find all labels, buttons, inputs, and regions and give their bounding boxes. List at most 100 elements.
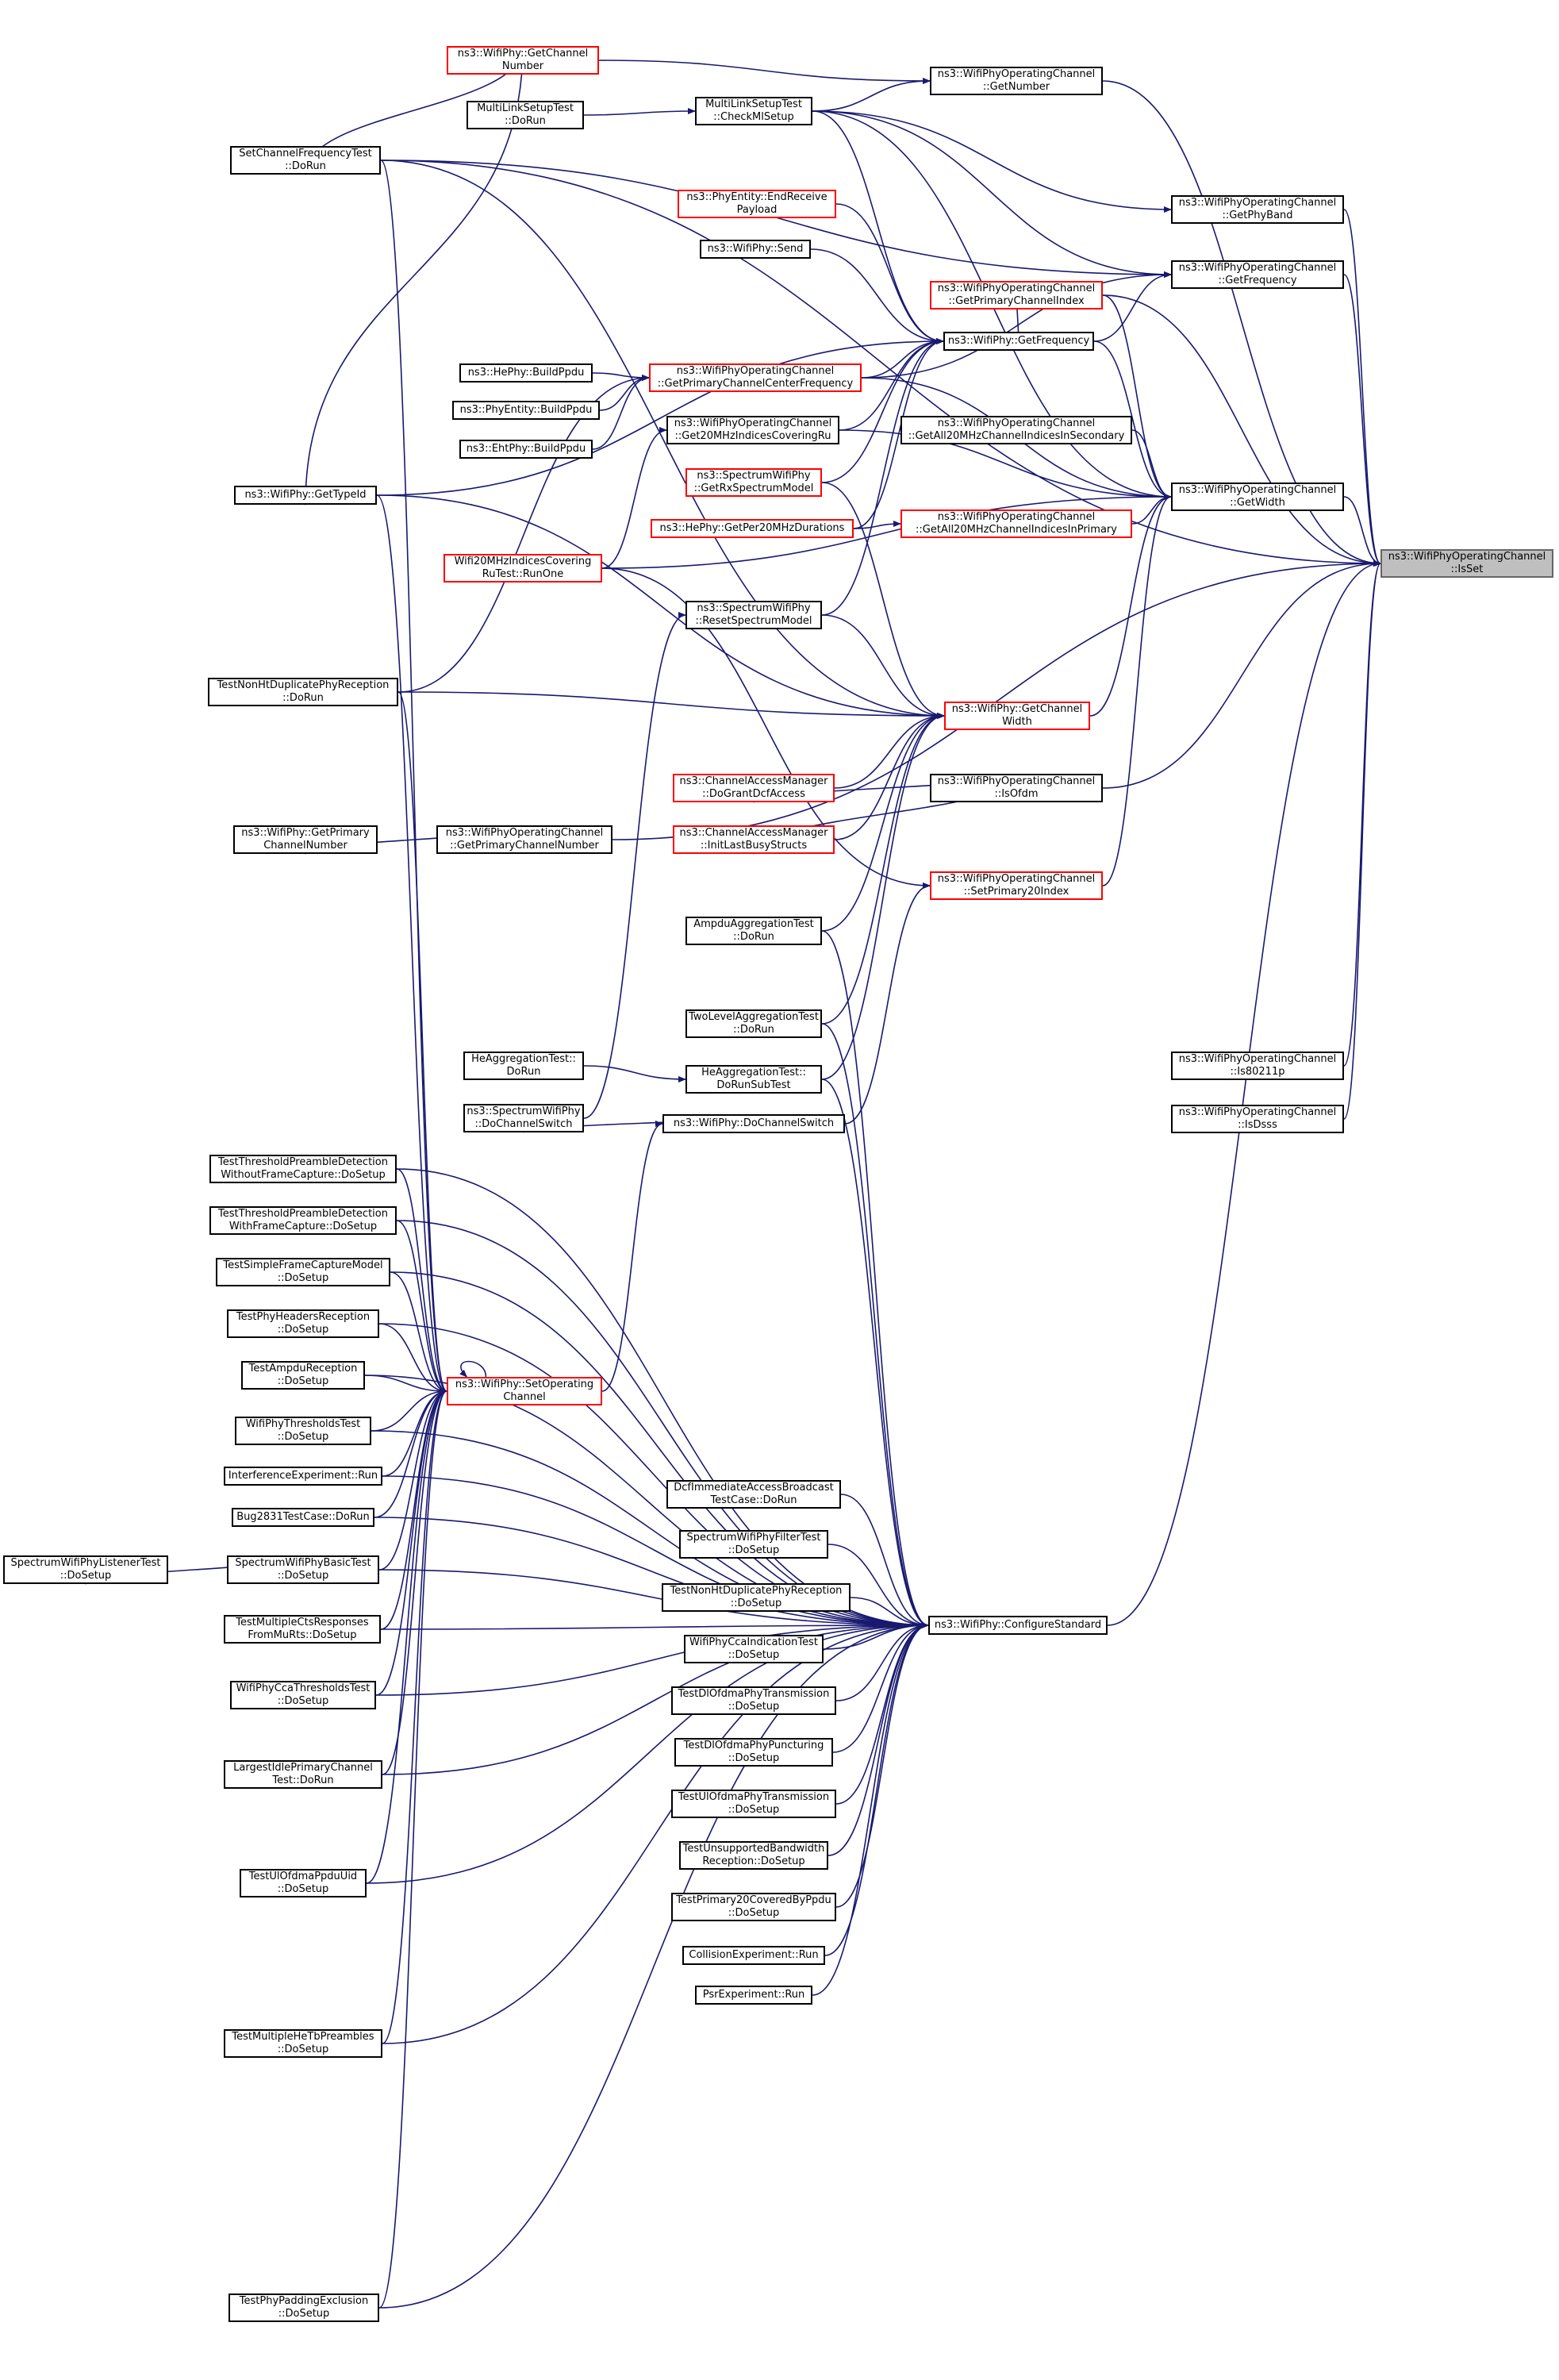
node-resetspectrummodel[interactable]: ns3::SpectrumWifiPhy::ResetSpectrumModel bbox=[685, 601, 822, 629]
node-is80211p[interactable]: ns3::WifiPhyOperatingChannel::Is80211p bbox=[1171, 1052, 1344, 1080]
node-tprimary20[interactable]: TestPrimary20CoveredByPpdu::DoSetup bbox=[671, 1893, 836, 1921]
node-tulofdma[interactable]: TestUlOfdmaPhyTransmission::DoSetup bbox=[671, 1790, 836, 1818]
node-phy-dochannelswitch[interactable]: ns3::WifiPhy::DoChannelSwitch bbox=[662, 1114, 845, 1133]
node-label-line: ns3::WifiPhy::SetOperating bbox=[455, 1378, 594, 1390]
edge-ehtphy-buildppdu-to-getprimarycenterfreq bbox=[592, 375, 650, 450]
node-label-line: Test::DoRun bbox=[272, 1774, 334, 1786]
node-tampdureception[interactable]: TestAmpduReception::DoSetup bbox=[241, 1361, 365, 1390]
node-getprimarycenterfreq[interactable]: ns3::WifiPhyOperatingChannel::GetPrimary… bbox=[649, 363, 862, 392]
node-ccaindication[interactable]: WifiPhyCcaIndicationTest::DoSetup bbox=[684, 1635, 824, 1663]
node-tnonht-setup[interactable]: TestNonHtDuplicatePhyReception::DoSetup bbox=[662, 1583, 851, 1612]
node-testnonht-dorun[interactable]: TestNonHtDuplicatePhyReception::DoRun bbox=[208, 678, 398, 706]
edge-ttpd-nocapture-to-setoperatingchannel bbox=[396, 1168, 447, 1394]
node-getwidth[interactable]: ns3::WifiPhyOperatingChannel::GetWidth bbox=[1171, 483, 1344, 511]
node-heagg-dorun[interactable]: HeAggregationTest::DoRun bbox=[463, 1052, 584, 1080]
node-dogrant[interactable]: ns3::ChannelAccessManager::DoGrantDcfAcc… bbox=[673, 774, 835, 802]
edge-collision-run-to-configurestandard bbox=[824, 1622, 929, 1956]
node-label-line: ::DoChannelSwitch bbox=[474, 1118, 573, 1130]
node-label-line: ::DoSetup bbox=[277, 2044, 329, 2055]
node-setprimary20[interactable]: ns3::WifiPhyOperatingChannel::SetPrimary… bbox=[930, 871, 1103, 900]
node-label-line: ::DoRun bbox=[505, 115, 546, 127]
edge-getchannelnumber-to-phy-gettypeid bbox=[302, 45, 524, 506]
edge-getfrequency-oc-to-isset bbox=[1343, 274, 1381, 567]
node-label-line: ::DoSetup bbox=[730, 1598, 782, 1609]
node-getall20secondary[interactable]: ns3::WifiPhyOperatingChannel::GetAll20MH… bbox=[900, 416, 1132, 444]
node-label-line: ::DoRun bbox=[733, 931, 774, 943]
node-getnumber[interactable]: ns3::WifiPhyOperatingChannel::GetNumber bbox=[930, 67, 1103, 95]
node-getrxspectrummodel[interactable]: ns3::SpectrumWifiPhy::GetRxSpectrumModel bbox=[685, 468, 822, 497]
node-wifiphythresholds[interactable]: WifiPhyThresholdsTest::DoSetup bbox=[235, 1417, 371, 1445]
node-isofdm[interactable]: ns3::WifiPhyOperatingChannel::IsOfdm bbox=[930, 774, 1103, 802]
node-hephy-buildppdu[interactable]: ns3::HePhy::BuildPpdu bbox=[459, 363, 593, 383]
node-getper20[interactable]: ns3::HePhy::GetPer20MHzDurations bbox=[651, 519, 854, 538]
node-isdsss[interactable]: ns3::WifiPhyOperatingChannel::IsDsss bbox=[1171, 1105, 1344, 1133]
node-phy-send[interactable]: ns3::WifiPhy::Send bbox=[700, 240, 811, 259]
node-tdlofdma[interactable]: TestDlOfdmaPhyTransmission::DoSetup bbox=[671, 1686, 836, 1715]
node-label-line: ::IsOfdm bbox=[994, 788, 1039, 800]
node-spectrumlistener[interactable]: SpectrumWifiPhyListenerTest::DoSetup bbox=[3, 1555, 168, 1584]
node-ehtphy-buildppdu[interactable]: ns3::EhtPhy::BuildPpdu bbox=[459, 440, 593, 459]
node-getall20primary[interactable]: ns3::WifiPhyOperatingChannel::GetAll20MH… bbox=[900, 509, 1132, 538]
node-psr-run[interactable]: PsrExperiment::Run bbox=[695, 1986, 812, 2005]
node-tphyheaders[interactable]: TestPhyHeadersReception::DoSetup bbox=[227, 1309, 379, 1338]
node-label-line: ns3::SpectrumWifiPhy bbox=[697, 470, 811, 482]
node-heagg-dorunsub[interactable]: HeAggregationTest::DoRunSubTest bbox=[685, 1065, 822, 1094]
node-getprimarychannelnumber[interactable]: ns3::WifiPhyOperatingChannel::GetPrimary… bbox=[436, 825, 612, 854]
edge-interference-run-to-configurestandard bbox=[382, 1475, 929, 1628]
node-bug2831[interactable]: Bug2831TestCase::DoRun bbox=[232, 1508, 374, 1527]
edge-is80211p-to-isset bbox=[1343, 560, 1381, 1067]
edge-checkmlsetup-to-getfrequency-oc bbox=[812, 110, 1172, 278]
node-phyentity-buildppdu[interactable]: ns3::PhyEntity::BuildPpdu bbox=[452, 401, 600, 420]
node-tsimplecapture[interactable]: TestSimpleFrameCaptureModel::DoSetup bbox=[216, 1258, 390, 1286]
node-label-line: ns3::WifiPhy::Send bbox=[707, 243, 804, 255]
node-tdlpuncturing[interactable]: TestDlOfdmaPhyPuncturing::DoSetup bbox=[674, 1738, 833, 1767]
node-spectrumbasic[interactable]: SpectrumWifiPhyBasicTest::DoSetup bbox=[227, 1555, 379, 1584]
edge-setchanfreq-to-getchannelwidth bbox=[380, 160, 945, 719]
node-label-line: InterferenceExperiment::Run bbox=[228, 1470, 378, 1482]
node-checkmlsetup[interactable]: MultiLinkSetupTest::CheckMlSetup bbox=[695, 97, 812, 125]
node-label-line: TestMultipleHeTbPreambles bbox=[232, 2031, 374, 2043]
node-configurestandard[interactable]: ns3::WifiPhy::ConfigureStandard bbox=[928, 1616, 1108, 1635]
edge-spectrumbasic-to-setoperatingchannel bbox=[378, 1388, 447, 1571]
node-phy-getfrequency[interactable]: ns3::WifiPhy::GetFrequency bbox=[943, 332, 1094, 351]
node-spectrum-dochannelswitch[interactable]: ns3::SpectrumWifiPhy::DoChannelSwitch bbox=[463, 1104, 584, 1132]
node-setchanfreq[interactable]: SetChannelFrequencyTest::DoRun bbox=[230, 146, 381, 175]
node-getprimarychannelindex[interactable]: ns3::WifiPhyOperatingChannel::GetPrimary… bbox=[930, 281, 1103, 310]
node-tpadding[interactable]: TestPhyPaddingExclusion::DoSetup bbox=[228, 2293, 379, 2322]
edge-tpadding-to-setoperatingchannel bbox=[378, 1388, 447, 2309]
node-label-line: TestThresholdPreambleDetection bbox=[218, 1156, 388, 1168]
edge-getphyband-to-isset bbox=[1343, 209, 1381, 567]
node-getfrequency-oc[interactable]: ns3::WifiPhyOperatingChannel::GetFrequen… bbox=[1171, 260, 1344, 289]
edge-checkmlsetup-to-phy-getfrequency bbox=[812, 110, 944, 344]
node-tmultiplehetb[interactable]: TestMultipleHeTbPreambles::DoSetup bbox=[224, 2029, 382, 2058]
edge-tnonht-setup-to-configurestandard bbox=[850, 1597, 929, 1628]
node-phy-gettypeid[interactable]: ns3::WifiPhy::GetTypeId bbox=[234, 486, 377, 505]
edge-resetspectrummodel-to-phy-getfrequency bbox=[821, 338, 944, 616]
node-getphyband[interactable]: ns3::WifiPhyOperatingChannel::GetPhyBand bbox=[1171, 195, 1344, 224]
node-collision-run[interactable]: CollisionExperiment::Run bbox=[682, 1946, 825, 1965]
node-spectrumfilter[interactable]: SpectrumWifiPhyFilterTest::DoSetup bbox=[679, 1530, 828, 1559]
node-interference-run[interactable]: InterferenceExperiment::Run bbox=[224, 1467, 382, 1486]
edge-resetspectrummodel-to-getchannelwidth bbox=[821, 614, 945, 719]
node-ampdu-dorun[interactable]: AmpduAggregationTest::DoRun bbox=[685, 917, 822, 945]
node-twolevel-dorun[interactable]: TwoLevelAggregationTest::DoRun bbox=[685, 1009, 822, 1038]
node-tulofdmuid[interactable]: TestUlOfdmaPpduUid::DoSetup bbox=[240, 1869, 367, 1897]
edge-ttpd-capture-to-configurestandard bbox=[396, 1220, 929, 1628]
node-initlastbusy[interactable]: ns3::ChannelAccessManager::InitLastBusyS… bbox=[673, 825, 835, 854]
node-ccathresholds[interactable]: WifiPhyCcaThresholdsTest::DoSetup bbox=[230, 1681, 376, 1709]
node-get20mhzcovering[interactable]: ns3::WifiPhyOperatingChannel::Get20MHzIn… bbox=[666, 416, 839, 444]
node-mlsetup-dorun[interactable]: MultiLinkSetupTest::DoRun bbox=[467, 101, 584, 129]
